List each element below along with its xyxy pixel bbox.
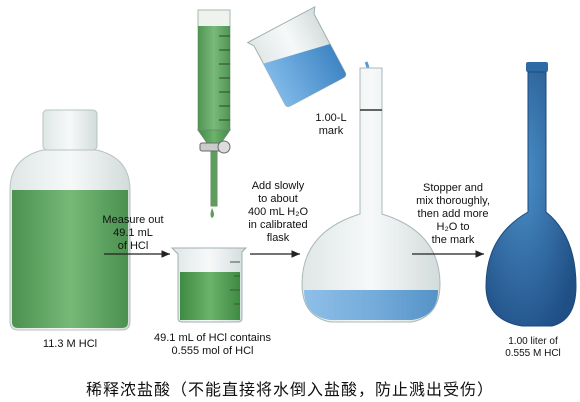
- burette: [197, 9, 231, 218]
- step3-label: Stopper and mix thoroughly, then add mor…: [416, 182, 490, 246]
- step2-label: Add slowly to about 400 mL H₂O in calibr…: [247, 180, 309, 244]
- stock-bottle: [9, 109, 131, 331]
- volumetric-flask: [301, 67, 441, 323]
- step1-label: Measure out 49.1 mL of HCl: [102, 214, 164, 252]
- pouring-beaker: [246, 5, 347, 108]
- stopcock-icon: [199, 140, 231, 154]
- stock-liquid: [12, 190, 128, 328]
- beaker-liquid: [180, 272, 240, 320]
- final-flask: [485, 62, 577, 327]
- drop: [210, 208, 214, 218]
- beaker-label: 49.1 mL of HCl contains 0.555 mol of HCl: [154, 332, 271, 357]
- final-label: 1.00 liter of 0.555 M HCl: [505, 336, 561, 359]
- mark-label: 1.00-L mark: [315, 112, 347, 137]
- burette-ticks: [219, 35, 230, 121]
- flask-water: [304, 290, 438, 320]
- small-beaker: [170, 247, 248, 323]
- stock-label: 11.3 M HCl: [42, 338, 98, 350]
- caption: 稀释浓盐酸（不能直接将水倒入盐酸，防止溅出受伤）: [85, 380, 494, 399]
